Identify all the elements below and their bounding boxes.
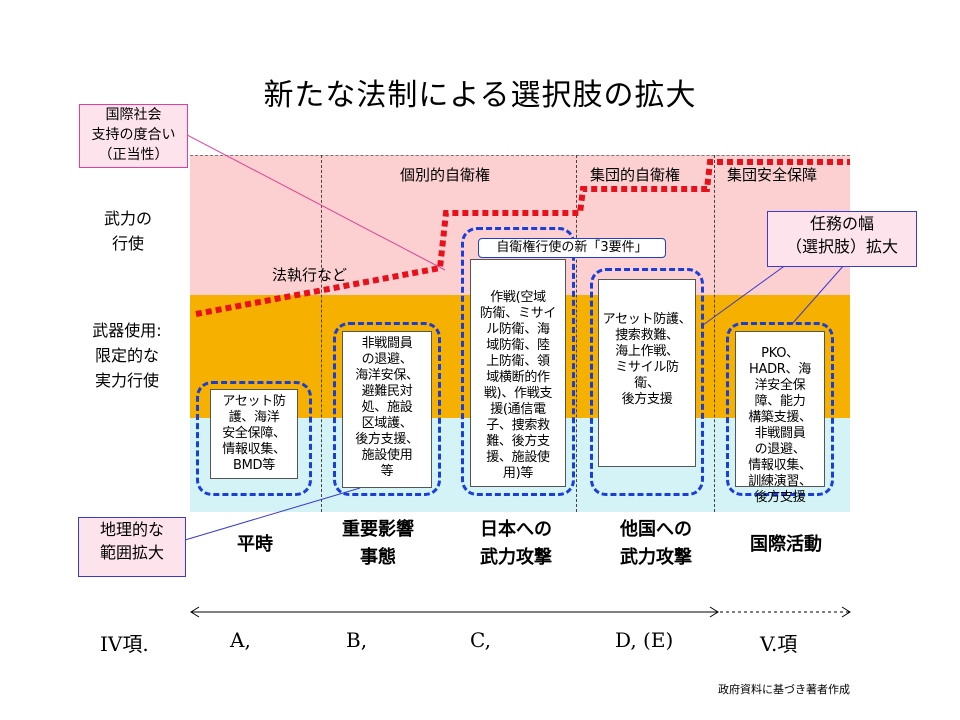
zone-label-individual: 個別的自衛権	[400, 166, 491, 184]
page-title: 新たな法制による選択肢の拡大	[263, 78, 697, 113]
box-japan-attack: 作戦(空域 防衛、ミサイ ル防衛、海 域防衛、陸 上防衛、領 域横断的作 戦)、…	[470, 259, 566, 487]
box-other-attack: アセット防護、 捜索救難、 海上作戦、 ミサイル防 衛、 後方支援	[598, 279, 696, 467]
item-b: B,	[346, 628, 368, 652]
item-a: A,	[230, 628, 251, 652]
separator-2	[576, 155, 577, 512]
item-iv: IV項.	[100, 632, 149, 656]
group-international	[726, 322, 834, 496]
box-important: 非戦闘員 の退避、 海洋安保、 避難民対 処、施設 区域護、 後方支援、 施設使…	[342, 331, 432, 488]
geographic-callout: 地理的な 範囲拡大	[78, 517, 186, 577]
row-label-force: 武力の 行使	[103, 209, 152, 253]
separator-3	[714, 155, 715, 512]
group-important	[333, 322, 441, 496]
category-other-attack: 他国への 武力攻撃	[620, 519, 692, 568]
geographic-pointer	[184, 487, 361, 541]
box-peacetime: アセット防 護、海洋 安全保障、 情報収集、 BMD等	[210, 389, 298, 479]
group-peacetime	[196, 381, 312, 496]
category-important: 重要影響 事態	[342, 519, 414, 568]
zone-label-collective-security: 集団安全保障	[727, 166, 818, 184]
zone-label-law-enforcement: 法執行など	[272, 266, 348, 284]
legitimacy-callout: 国際社会 支持の度合い （正当性）	[79, 104, 188, 168]
requirements-label: 自衛権行使の新「3要件」	[478, 238, 666, 258]
arrow-head-left	[190, 606, 200, 618]
arrow-head-mid	[709, 606, 719, 618]
separator-1	[321, 155, 322, 512]
group-japan-attack	[461, 227, 575, 496]
category-international: 国際活動	[750, 534, 822, 555]
box-international: PKO、 HADR、海 洋安全保 障、能力 構築支援、 非戦闘員 の退避、 情報…	[735, 331, 825, 505]
mission-pointer-1	[702, 261, 791, 326]
item-c: C,	[470, 628, 491, 652]
mission-callout: 任務の幅 （選択肢）拡大	[767, 211, 917, 267]
legitimacy-pointer	[169, 125, 446, 271]
group-other-attack	[590, 268, 704, 496]
zone-label-collective: 集団的自衛権	[590, 166, 681, 184]
item-v: V.項	[760, 632, 798, 656]
mission-pointer-2	[791, 263, 846, 325]
arrow-head-right	[841, 606, 851, 618]
source-note: 政府資料に基づき著者作成	[718, 683, 850, 696]
row-label-weapons: 武器使用: 限定的な 実力行使	[92, 321, 162, 390]
item-de: D, (E)	[615, 628, 674, 652]
category-japan-attack: 日本への 武力攻撃	[480, 519, 552, 568]
category-peacetime: 平時	[237, 534, 273, 555]
